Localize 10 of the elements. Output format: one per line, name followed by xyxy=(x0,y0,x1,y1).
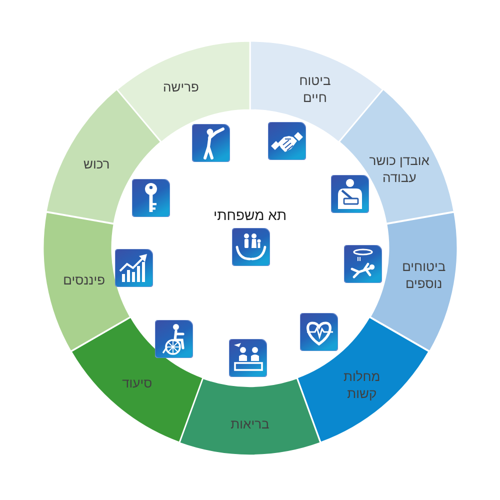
segment-label: בריאות xyxy=(230,416,270,433)
center-label: תא משפחתי xyxy=(213,207,287,223)
segment-label: מחלות קשות xyxy=(342,368,382,402)
segment-label: פרישה xyxy=(162,78,200,96)
segment-label: אובדן כושר עבודה xyxy=(368,152,430,186)
segment-label: סיעוד xyxy=(121,374,154,392)
segment-label: פיננסים xyxy=(62,271,106,288)
segment-label: ביטוחים נוספים xyxy=(401,258,447,292)
segment-label: רכוש xyxy=(82,155,111,172)
segment-label: ביטוח חיים xyxy=(298,72,332,106)
